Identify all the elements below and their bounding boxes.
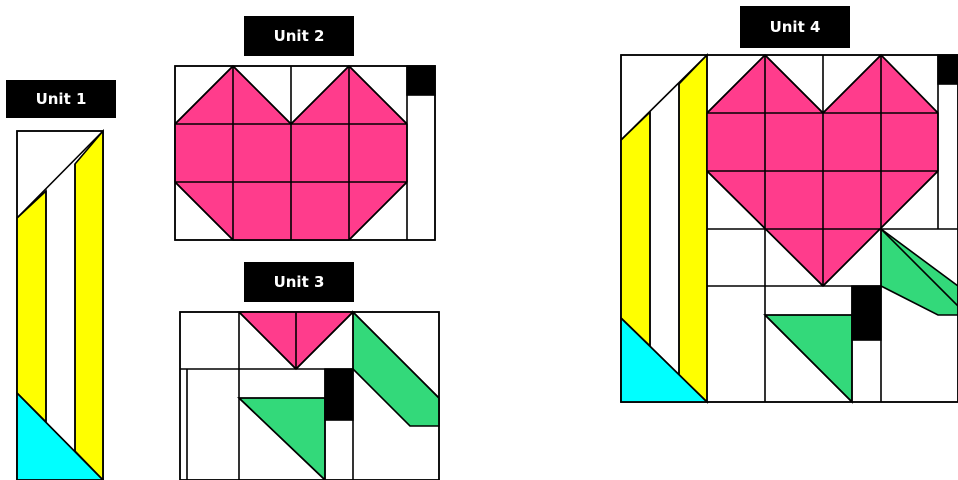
unit-2-black-square (407, 66, 435, 95)
unit-2-block (175, 66, 435, 240)
unit-3-block (180, 312, 439, 480)
unit-1-yellow-strip-right (75, 131, 103, 480)
unit-1-block (17, 131, 103, 480)
unit-3-black-bar (325, 369, 353, 420)
unit-4-black-bar (852, 286, 881, 340)
unit-1-yellow-strip-left (17, 191, 46, 422)
unit-4-block (621, 55, 958, 402)
unit-4-yellow-strip-right (679, 55, 707, 402)
unit-4-black-square-top (938, 55, 958, 84)
unit-4-yellow-strip-left (621, 112, 650, 346)
